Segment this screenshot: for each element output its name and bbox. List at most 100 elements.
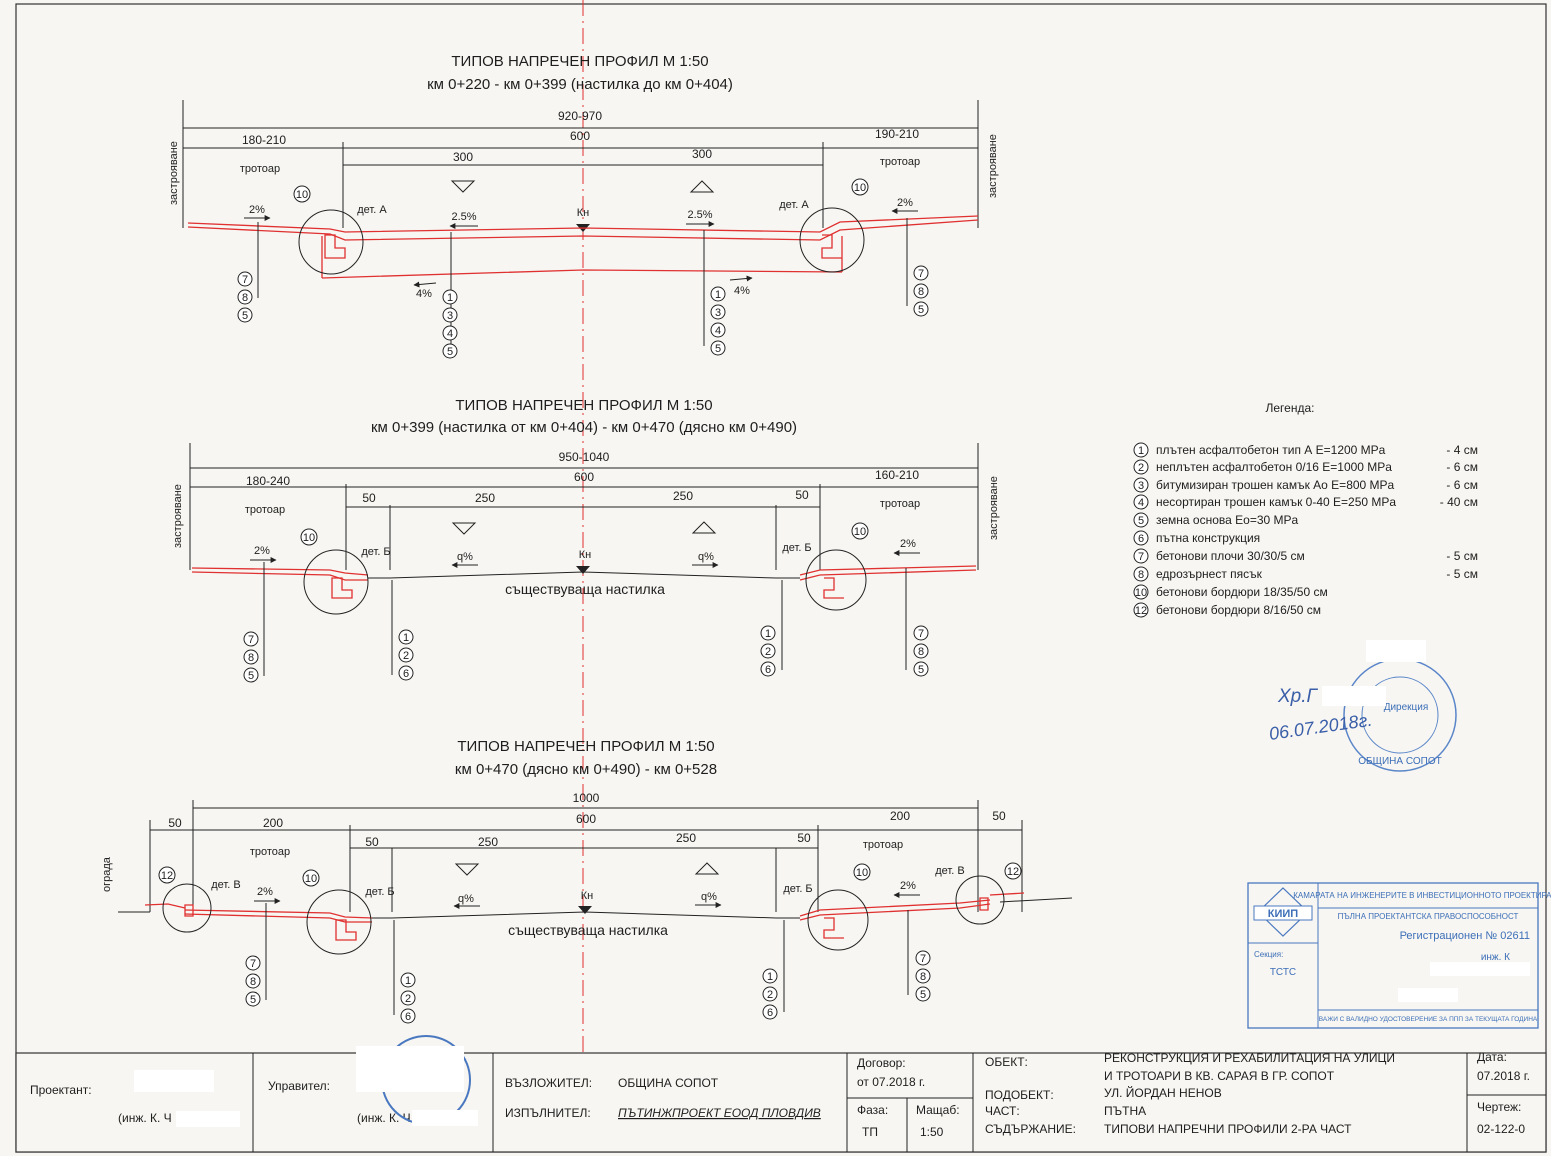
profile-3-title: ТИПОВ НАПРЕЧЕН ПРОФИЛ М 1:50 bbox=[457, 738, 714, 755]
p1-dim-left-lane: 300 bbox=[453, 150, 473, 164]
p3-slope-road-left: q% bbox=[458, 893, 474, 905]
svg-text:1: 1 bbox=[403, 632, 409, 644]
legend-item: 7 бетонови плочи 30/30/5 см - 5 см bbox=[1133, 548, 1478, 564]
p2-detail-circle-left bbox=[303, 549, 369, 615]
svg-text:8: 8 bbox=[918, 286, 924, 298]
designer-label: Проектант: bbox=[30, 1083, 92, 1097]
svg-text:1: 1 bbox=[405, 975, 411, 987]
svg-text:7: 7 bbox=[918, 628, 924, 640]
p3-border-callout-left: 10 bbox=[305, 873, 317, 885]
svg-text:бетонови бордюри 8/16/50 см: бетонови бордюри 8/16/50 см bbox=[1156, 603, 1321, 617]
p2-dim-total: 950-1040 bbox=[559, 450, 610, 464]
object-line-1: РЕКОНСТРУКЦИЯ И РЕХАБИЛИТАЦИЯ НА УЛИЦИ bbox=[1104, 1051, 1395, 1065]
p2-existing-pavement: съществуваща настилка bbox=[505, 581, 665, 597]
p1-slope-walk-right: 2% bbox=[897, 197, 913, 209]
object-label: ОБЕКТ: bbox=[985, 1055, 1028, 1069]
part: ПЪТНА bbox=[1104, 1104, 1146, 1118]
p3-slope-walk-left: 2% bbox=[257, 886, 273, 898]
kiip-section-label: Секция: bbox=[1254, 950, 1283, 959]
legend-item: 3 битумизиран трошен камък Ао Е=800 MPa … bbox=[1133, 477, 1478, 493]
p2-dim-left-lane: 250 bbox=[475, 491, 495, 505]
p1-dim-carriageway: 600 bbox=[570, 129, 590, 143]
p2-callouts-right-road: 1 2 6 bbox=[760, 625, 776, 677]
drawing-number: 02-122-0 bbox=[1477, 1122, 1525, 1136]
client: ОБЩИНА СОПОТ bbox=[618, 1076, 719, 1090]
svg-text:несортиран трошен камък 0-40 Е: несортиран трошен камък 0-40 Е=250 MPa bbox=[1156, 495, 1396, 509]
profile-3-subtitle: км 0+470 (дясно км 0+490) - км 0+528 bbox=[455, 761, 717, 778]
scale-label: Мащаб: bbox=[916, 1103, 960, 1117]
title-block: Проектант: (инж. К. Ч Управител: (инж. К… bbox=[15, 1035, 1547, 1153]
contract: от 07.2018 г. bbox=[857, 1075, 925, 1089]
p2-slope-walk-right: 2% bbox=[900, 538, 916, 550]
profile-2-title: ТИПОВ НАПРЕЧЕН ПРОФИЛ М 1:50 bbox=[455, 397, 712, 414]
p3-detail-circle-v-right bbox=[955, 875, 1005, 925]
p2-edge-label-right: застрояване bbox=[988, 476, 1000, 540]
p3-slope-walk-right: 2% bbox=[900, 880, 916, 892]
svg-text:5: 5 bbox=[248, 670, 254, 682]
svg-text:5: 5 bbox=[1138, 515, 1144, 527]
kiip-section: ТСТС bbox=[1270, 967, 1296, 978]
kiip-header-2: ПЪЛНА ПРОЕКТАНТСКА ПРАВОСПОСОБНОСТ bbox=[1338, 912, 1519, 921]
svg-text:неплътен асфалтобетон 0/16 Е=1: неплътен асфалтобетон 0/16 Е=1000 MPa bbox=[1156, 460, 1392, 474]
approval-stamp: Дирекция ОБЩИНА СОПОТ Хр.Г 06.07.2018г. bbox=[1268, 640, 1457, 772]
p3-detail-circle-b-right bbox=[807, 889, 869, 951]
svg-text:8: 8 bbox=[248, 652, 254, 664]
manager-label: Управител: bbox=[268, 1079, 330, 1093]
svg-text:4: 4 bbox=[715, 325, 721, 337]
svg-text:12: 12 bbox=[1135, 605, 1147, 617]
p1-edge-label-left: застрояване bbox=[168, 141, 180, 205]
p1-det-right: дет. А bbox=[779, 199, 809, 211]
svg-text:1: 1 bbox=[715, 289, 721, 301]
svg-text:бетонови бордюри 18/35/50 см: бетонови бордюри 18/35/50 см bbox=[1156, 585, 1328, 599]
legend-item: 6 пътна конструкция bbox=[1133, 530, 1260, 546]
svg-text:6: 6 bbox=[767, 1007, 773, 1019]
p2-dim-left-walk: 180-240 bbox=[246, 474, 290, 488]
svg-text:- 40 см: - 40 см bbox=[1440, 495, 1478, 509]
svg-text:пътна конструкция: пътна конструкция bbox=[1156, 531, 1260, 545]
svg-text:2: 2 bbox=[765, 646, 771, 658]
p1-border-callout-right: 10 bbox=[854, 182, 866, 194]
redaction-box bbox=[1366, 640, 1426, 662]
kiip-name: инж. К bbox=[1481, 952, 1510, 963]
kiip-stamp: КИИП КАМАРАТА НА ИНЖЕНЕРИТЕ В ИНВЕСТИЦИО… bbox=[1247, 882, 1551, 1029]
svg-text:- 5 см: - 5 см bbox=[1446, 567, 1478, 581]
phase: ТП bbox=[862, 1125, 878, 1139]
p2-dim-right-walk: 160-210 bbox=[875, 468, 919, 482]
stamp-inner-text: Дирекция bbox=[1384, 702, 1429, 713]
p1-dim-right-walk: 190-210 bbox=[875, 127, 919, 141]
p1-callouts-right-road: 1 3 4 5 bbox=[710, 286, 726, 356]
object-line-2: И ТРОТОАРИ В КВ. САРАЯ В ГР. СОПОТ bbox=[1104, 1069, 1335, 1083]
svg-text:5: 5 bbox=[918, 304, 924, 316]
svg-text:8: 8 bbox=[242, 292, 248, 304]
redaction-box bbox=[1322, 686, 1386, 706]
svg-text:5: 5 bbox=[715, 343, 721, 355]
p2-det-right: дет. Б bbox=[782, 542, 811, 554]
p2-callouts-left-walk: 7 8 5 bbox=[243, 631, 259, 683]
p2-border-callout-right: 10 bbox=[854, 526, 866, 538]
p3-callouts-left-walk: 7 8 5 bbox=[245, 955, 261, 1007]
svg-text:5: 5 bbox=[250, 994, 256, 1006]
svg-text:- 4 см: - 4 см bbox=[1446, 443, 1478, 457]
contractor-label: ИЗПЪЛНИТЕЛ: bbox=[505, 1106, 591, 1120]
svg-text:7: 7 bbox=[242, 274, 248, 286]
p3-dim-left-fence: 50 bbox=[168, 816, 182, 830]
p1-dim-total: 920-970 bbox=[558, 109, 602, 123]
p1-callouts-right-walk: 7 8 5 bbox=[913, 265, 929, 317]
svg-text:1: 1 bbox=[1138, 445, 1144, 457]
profile-1-subtitle: км 0+220 - км 0+399 (настилка до км 0+40… bbox=[427, 76, 733, 93]
svg-text:плътен асфалтобетон тип А Е=12: плътен асфалтобетон тип А Е=1200 MPa bbox=[1156, 443, 1386, 457]
svg-text:7: 7 bbox=[920, 953, 926, 965]
p3-dim-right-walk: 200 bbox=[890, 809, 910, 823]
p2-sidewalk-right: тротоар bbox=[880, 498, 920, 510]
p1-detail-circle-right bbox=[799, 207, 865, 273]
p3-callouts-right-walk: 7 8 5 bbox=[915, 950, 931, 1002]
p3-dim-total: 1000 bbox=[573, 791, 600, 805]
svg-text:2: 2 bbox=[403, 650, 409, 662]
p1-dim-left-walk: 180-210 bbox=[242, 133, 286, 147]
legend: Легенда: 1 плътен асфалтобетон тип А Е=1… bbox=[1133, 401, 1478, 618]
p3-det-b-right: дет. Б bbox=[783, 883, 812, 895]
drawing-label: Чертеж: bbox=[1477, 1100, 1521, 1114]
approval-date: 06.07.2018г. bbox=[1268, 710, 1374, 744]
redaction-box bbox=[356, 1046, 464, 1092]
svg-text:- 6 см: - 6 см bbox=[1446, 460, 1478, 474]
